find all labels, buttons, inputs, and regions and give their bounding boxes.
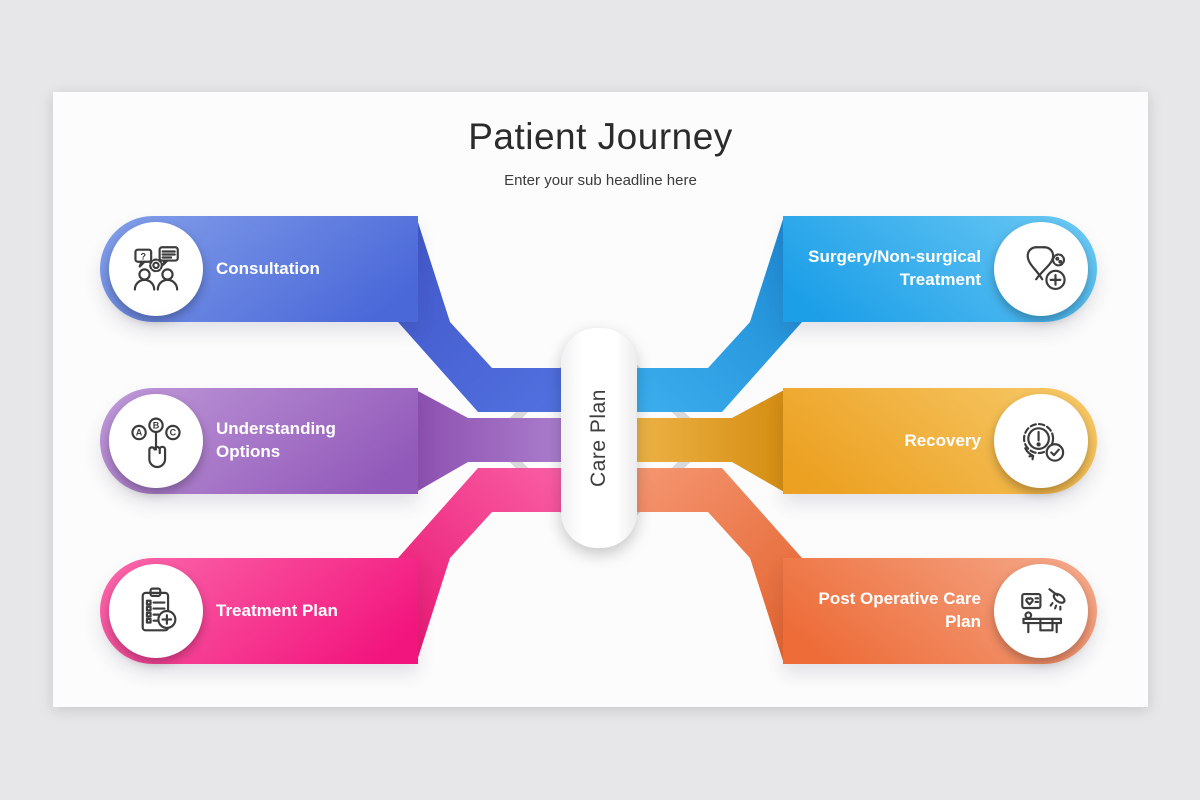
connector-consultation (398, 216, 600, 412)
pill-label: Surgery/Non-surgical Treatment (808, 247, 981, 289)
connector-treatment (398, 468, 600, 664)
page-subtitle: Enter your sub headline here (504, 172, 697, 189)
choice-abc-icon: A B C (131, 417, 181, 468)
pill-treatment-plan: Treatment Plan (100, 558, 418, 664)
pill-label: Treatment Plan (216, 600, 338, 620)
header: Patient Journey Enter your sub headline … (53, 116, 1148, 189)
pill-surgery-treatment: Surgery/Non-surgical Treatment (783, 216, 1097, 322)
pill-label: Post Operative Care Plan (818, 589, 981, 631)
svg-text:A: A (136, 428, 143, 438)
connector-surgery (600, 216, 802, 412)
pill-label: Recovery (904, 430, 981, 450)
clipboard-plus-icon-circle (109, 564, 203, 658)
svg-text:?: ? (141, 251, 147, 261)
care-plan-capsule: Care Plan (561, 328, 637, 548)
pill-label: Understanding Options (216, 419, 336, 461)
consultation-icon: ? (133, 246, 179, 291)
connector-recovery (600, 390, 784, 492)
pill-understanding-options: A B C Understanding Options (100, 388, 418, 494)
choice-abc-icon-circle: A B C (109, 394, 203, 488)
operating-room-icon-circle (994, 564, 1088, 658)
connector-diagram (398, 216, 802, 664)
consultation-icon-circle: ? (109, 222, 203, 316)
care-plan-label: Care Plan (587, 389, 611, 487)
ribbon-plus-icon-circle (994, 222, 1088, 316)
svg-text:B: B (153, 420, 160, 430)
connector-postop (600, 468, 802, 664)
page-title: Patient Journey (468, 116, 733, 157)
ribbon-plus-icon (1026, 246, 1066, 291)
clipboard-plus-icon (141, 587, 177, 632)
svg-text:C: C (170, 428, 177, 438)
pill-recovery: Recovery (783, 388, 1097, 494)
pill-consultation: ? Consultation (100, 216, 418, 322)
gear-alert-check-icon-circle (994, 394, 1088, 488)
operating-room-icon (1021, 588, 1066, 634)
pill-post-operative-care: Post Operative Care Plan (783, 558, 1097, 664)
slide: Patient Journey Enter your sub headline … (53, 92, 1148, 707)
connector-options (416, 390, 600, 492)
gear-alert-check-icon (1022, 422, 1065, 462)
pill-label: Consultation (216, 258, 320, 278)
